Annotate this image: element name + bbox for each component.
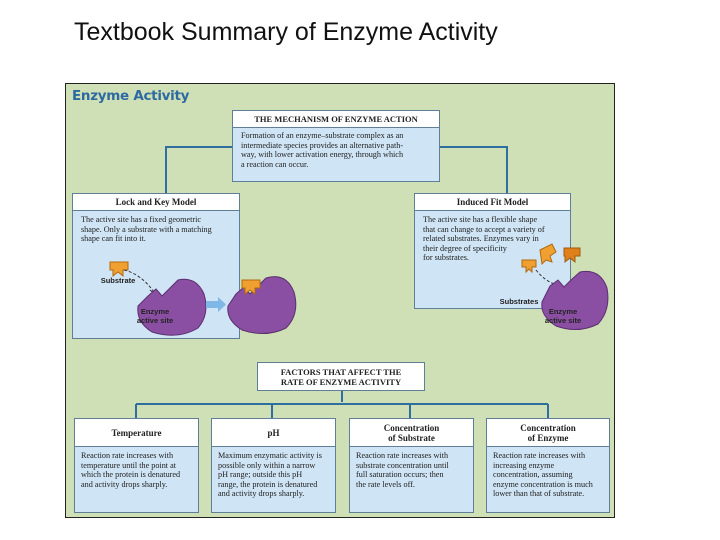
substrate-concentration-title: Concentration of Substrate <box>350 419 473 447</box>
right-arrow-icon <box>206 297 226 312</box>
factor-box-ph: pH Maximum enzymatic activity is possibl… <box>211 418 336 513</box>
mechanism-box: THE MECHANISM OF ENZYME ACTION Formation… <box>232 110 440 182</box>
fit-arrow-induced <box>535 269 555 285</box>
connector-lines <box>135 146 549 418</box>
factors-box: FACTORS THAT AFFECT THE RATE OF ENZYME A… <box>257 362 425 391</box>
factors-title: FACTORS THAT AFFECT THE RATE OF ENZYME A… <box>258 363 424 390</box>
mechanism-text: Formation of an enzyme–substrate complex… <box>241 131 404 169</box>
substrate-icon <box>109 261 129 278</box>
substrates-label: Substrates <box>499 297 539 306</box>
fit-arrow <box>123 269 155 293</box>
factor-box-substrate-concentration: Concentration of Substrate Reaction rate… <box>349 418 474 513</box>
mechanism-title: THE MECHANISM OF ENZYME ACTION <box>233 111 439 128</box>
temperature-title: Temperature <box>75 419 198 447</box>
ph-text: Maximum enzymatic activity is possible o… <box>218 451 322 499</box>
lock-key-text: The active site has a fixed geometric sh… <box>81 215 212 244</box>
enzyme-shape-lockkey <box>137 278 207 336</box>
factor-box-enzyme-concentration: Concentration of Enzyme Reaction rate in… <box>486 418 610 513</box>
enzyme-shape-induced <box>541 270 609 330</box>
slide-title: Textbook Summary of Enzyme Activity <box>74 18 498 46</box>
ph-title: pH <box>212 419 335 447</box>
induced-fit-text: The active site has a flexible shape tha… <box>423 215 545 263</box>
enzyme-active-site-label: Enzyme active site <box>136 307 174 325</box>
enzyme-concentration-title: Concentration of Enzyme <box>487 419 609 447</box>
substrate-concentration-text: Reaction rate increases with substrate c… <box>356 451 449 489</box>
substrate-label: Substrate <box>100 276 136 285</box>
lock-key-title: Lock and Key Model <box>73 194 239 211</box>
connector-mechanism-lockkey <box>165 146 232 193</box>
temperature-text: Reaction rate increases with temperature… <box>81 451 181 489</box>
enzyme-substrate-complex <box>227 276 297 334</box>
induced-enzyme-active-site-label: Enzyme active site <box>544 307 582 325</box>
induced-fit-title: Induced Fit Model <box>415 194 570 211</box>
panel-title: Enzyme Activity <box>72 88 190 104</box>
enzyme-concentration-text: Reaction rate increases with increasing … <box>493 451 593 499</box>
connector-mechanism-inducedfit <box>440 146 508 193</box>
factor-box-temperature: Temperature Reaction rate increases with… <box>74 418 199 513</box>
substrates-icon <box>521 243 581 274</box>
enzyme-activity-panel: Enzyme Activity THE MECHANISM OF ENZYME … <box>65 83 615 518</box>
enzyme-illustrations <box>109 243 609 336</box>
